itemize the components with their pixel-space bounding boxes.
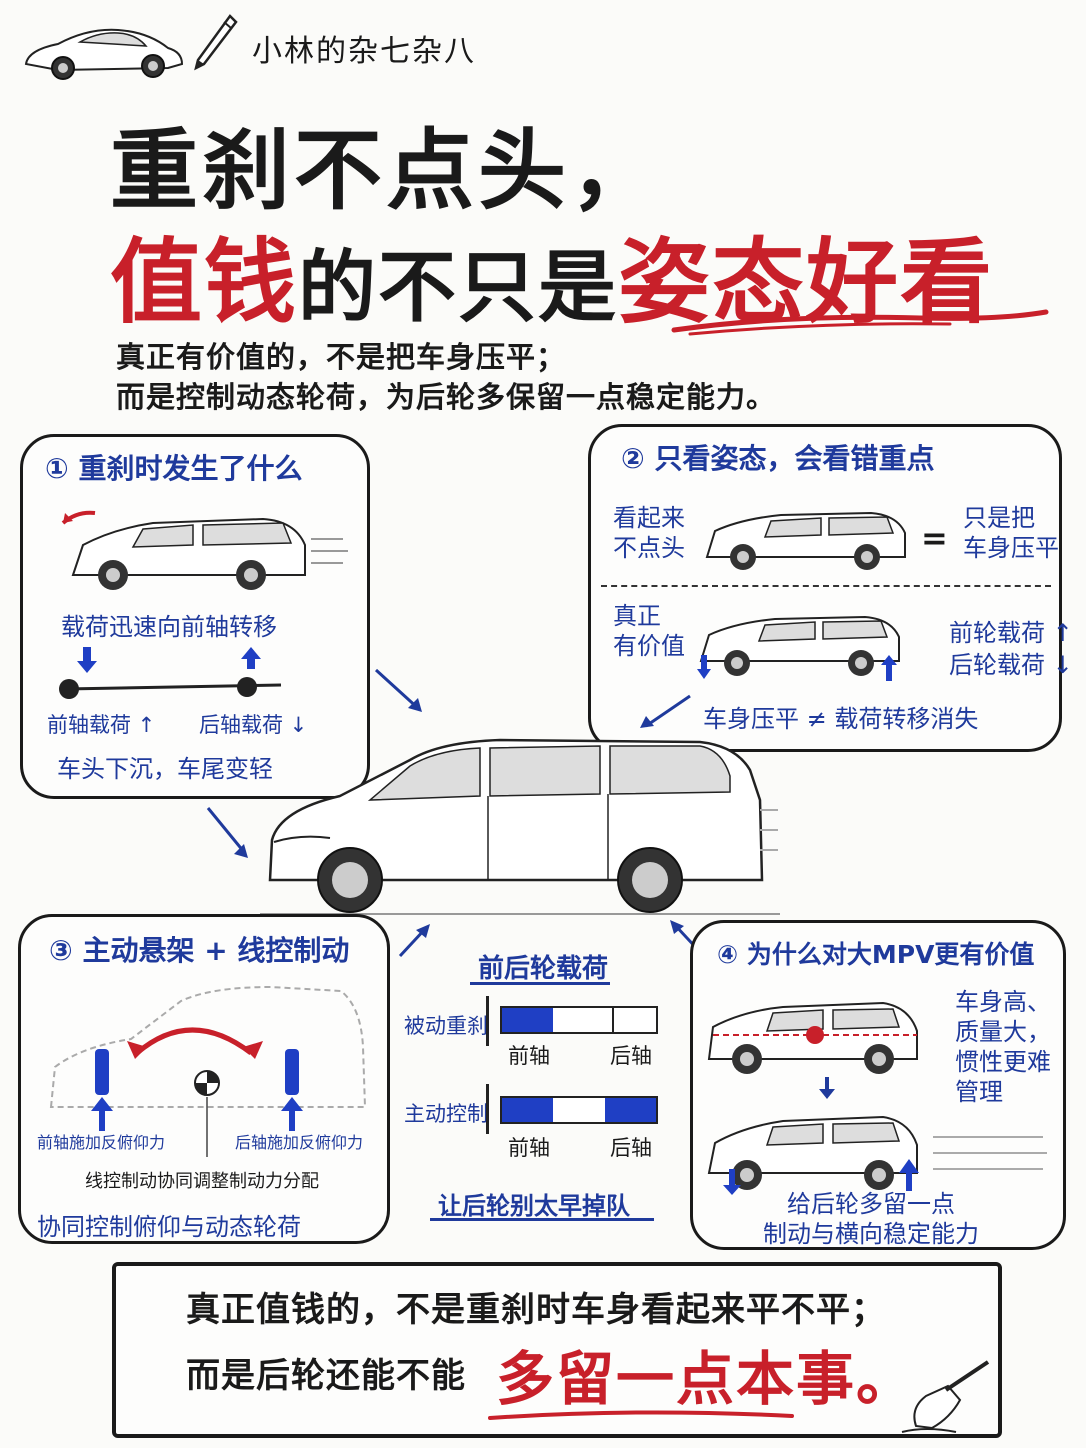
title-plain: 的不只是 (298, 243, 619, 333)
brand-name: 小林的杂七杂八 (252, 34, 476, 69)
active-rear-fill (605, 1098, 656, 1122)
rear-axle-load: 后轴载荷 ↓ (199, 713, 308, 737)
front-axle-label: 前轴 (508, 1044, 550, 1068)
conclusion-box: 真正值钱的，不是重刹时车身看起来平不平； 而是后轮还能不能 多留一点本事。 (112, 1262, 1002, 1438)
front-axle-load: 前轴载荷 ↑ (47, 713, 156, 737)
load-transfer-caption: 载荷迅速向前轴转移 (61, 613, 277, 641)
looks-not-nodding: 看起来 不点头 (613, 504, 685, 562)
subtitle-line-2: 而是控制动态轮荷，为后轮多保留一点稳定能力。 (116, 380, 777, 414)
row-divider (486, 1084, 489, 1134)
axle-load-diagram (59, 647, 282, 699)
panel-large-mpv-value: ④ 为什么对大MPV更有价值 车身高、 质量大， 惯性更难 管理 给后轮多留一点… (690, 920, 1066, 1250)
red-underline-stroke (671, 309, 1049, 336)
passive-front-fill (502, 1008, 553, 1032)
mpv-braking-sketch (707, 1115, 1047, 1195)
row-label-passive: 被动重刹 (404, 1014, 488, 1038)
chart-title-underline (470, 982, 610, 985)
conclusion-line-2: 而是后轮还能不能 (186, 1356, 466, 1396)
panel-posture-misleading: ② 只看姿态，会看错重点 看起来 不点头 = 只是把 车身压平 真正 有价值 前… (588, 424, 1073, 752)
conclusion-line-1: 真正值钱的，不是重刹时车身看起来平不平； (186, 1290, 886, 1330)
flat-mpv-sketch (705, 511, 906, 570)
active-front-fill (502, 1098, 553, 1122)
chart-caption: 让后轮别太早掉队 (438, 1192, 630, 1220)
arrow-icon (374, 668, 422, 712)
panel-3-summary: 协同控制俯仰与动态轮荷 (37, 1213, 301, 1241)
just-flattened: 只是把 车身压平 (963, 504, 1059, 562)
subtitle-line-1: 真正有价值的，不是把车身压平； (116, 340, 567, 374)
mpv-center-sketch (260, 738, 780, 915)
writing-hand-icon (901, 1360, 990, 1433)
row-divider (486, 996, 489, 1046)
title-line-1: 重刹不点头， (110, 119, 663, 222)
sports-car-icon (24, 28, 184, 80)
arrow-icon (206, 807, 248, 858)
mpv-inertia-notes: 车身高、 质量大， 惯性更难 管理 (955, 988, 1051, 1106)
suspension-diagram (49, 985, 367, 1157)
title-line-2: 值钱的不只是姿态好看 (110, 208, 994, 341)
load-shift-mpv-sketch (697, 615, 900, 681)
front-axle-label: 前轴 (508, 1136, 550, 1160)
pencil-icon (194, 14, 238, 71)
panel-braking-what-happens: ① 重刹时发生了什么 载荷迅速向前轴转移 前轴载荷 ↑ 后轴载荷 ↓ 车头下沉，… (20, 434, 370, 799)
panel-3-title: ③ 主动悬架 + 线控制动 (49, 934, 350, 967)
bar-separator (612, 1008, 614, 1032)
panel-2-summary: 车身压平 ≠ 载荷转移消失 (703, 705, 979, 733)
passive-load-bar (500, 1006, 658, 1034)
panel-1-summary: 车头下沉，车尾变轻 (57, 755, 273, 783)
tall-mpv-sketch (707, 1001, 918, 1074)
active-load-bar (500, 1096, 658, 1124)
panel-4-title: ④ 为什么对大MPV更有价值 (717, 940, 1035, 969)
caption-underline (430, 1218, 654, 1221)
chart-title: 前后轮载荷 (478, 954, 609, 984)
panel-1-title: ① 重刹时发生了什么 (45, 452, 303, 485)
rear-axle-label: 后轴 (610, 1044, 652, 1068)
conclusion-highlight: 多留一点本事。 (496, 1345, 917, 1413)
dashed-divider (601, 585, 1051, 587)
title-highlight-1: 值钱 (110, 229, 299, 336)
panel-4-summary: 给后轮多留一点 制动与横向稳定能力 (763, 1190, 979, 1248)
row-label-active: 主动控制 (404, 1102, 488, 1126)
panel-active-suspension: ③ 主动悬架 + 线控制动 前轴施加反俯仰力 后轴施加反俯仰力 线控制动协同调整… (18, 914, 390, 1244)
arrow-icon (640, 694, 691, 728)
brake-by-wire-note: 线控制动协同调整制动力分配 (85, 1171, 319, 1192)
wheel-load-change: 前轮载荷 ↑ 后轮载荷 ↓ (949, 619, 1073, 679)
equals-sign: = (921, 519, 948, 557)
red-underline-stroke (488, 1410, 794, 1420)
braking-mpv-sketch (61, 510, 348, 590)
down-arrow-icon (819, 1077, 835, 1099)
truly-valuable: 真正 有价值 (613, 602, 685, 660)
front-anti-pitch: 前轴施加反俯仰力 (37, 1133, 166, 1152)
rear-anti-pitch: 后轴施加反俯仰力 (235, 1133, 364, 1152)
rear-axle-label: 后轴 (610, 1136, 652, 1160)
panel-2-title: ② 只看姿态，会看错重点 (621, 442, 935, 475)
arrow-icon (398, 924, 430, 958)
